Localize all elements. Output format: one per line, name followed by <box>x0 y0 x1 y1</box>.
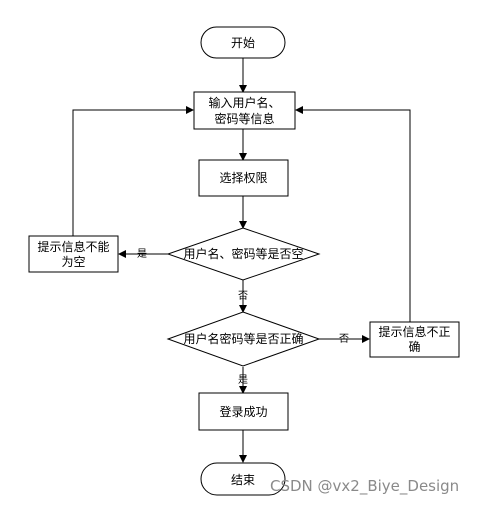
edge-prompt-wrong-back <box>295 106 411 322</box>
login-success-label: 登录成功 <box>219 404 267 419</box>
empty-check-label: 用户名、密码等是否空 <box>183 246 303 261</box>
input-info-label-line2: 密码等信息 <box>214 111 274 126</box>
start-label: 开始 <box>231 36 255 50</box>
input-info-node: 输入用户名、 密码等信息 <box>193 91 296 130</box>
input-info-label-line1: 输入用户名、 <box>208 95 280 110</box>
prompt-wrong-label-line2: 确 <box>408 340 420 354</box>
edge-label-correct-no: 否 <box>339 333 349 345</box>
prompt-empty-node: 提示信息不能 为空 <box>28 235 119 273</box>
edge-label-correct-yes: 是 <box>238 374 248 386</box>
end-node: 结束 <box>200 462 286 496</box>
select-role-label: 选择权限 <box>219 171 267 185</box>
end-label: 结束 <box>231 473 255 487</box>
edges <box>72 58 411 463</box>
select-role-node: 选择权限 <box>198 159 289 197</box>
prompt-wrong-label-line1: 提示信息不正 <box>378 324 450 339</box>
prompt-empty-label-line2: 为空 <box>61 255 85 269</box>
edge-label-empty-yes: 是 <box>137 248 147 260</box>
edge-label-empty-no: 否 <box>238 290 248 302</box>
edge-prompt-empty-back <box>72 106 194 236</box>
prompt-wrong-node: 提示信息不正 确 <box>369 321 460 358</box>
correct-check-label: 用户名密码等是否正确 <box>183 331 303 346</box>
login-success-node: 登录成功 <box>198 392 289 431</box>
watermark-text: CSDN @vx2_Biye_Design <box>270 477 460 495</box>
start-node: 开始 <box>200 26 286 59</box>
empty-check-decision: 用户名、密码等是否空 <box>166 227 321 281</box>
prompt-empty-label-line1: 提示信息不能 <box>37 239 109 254</box>
correct-check-decision: 用户名密码等是否正确 <box>166 311 321 367</box>
